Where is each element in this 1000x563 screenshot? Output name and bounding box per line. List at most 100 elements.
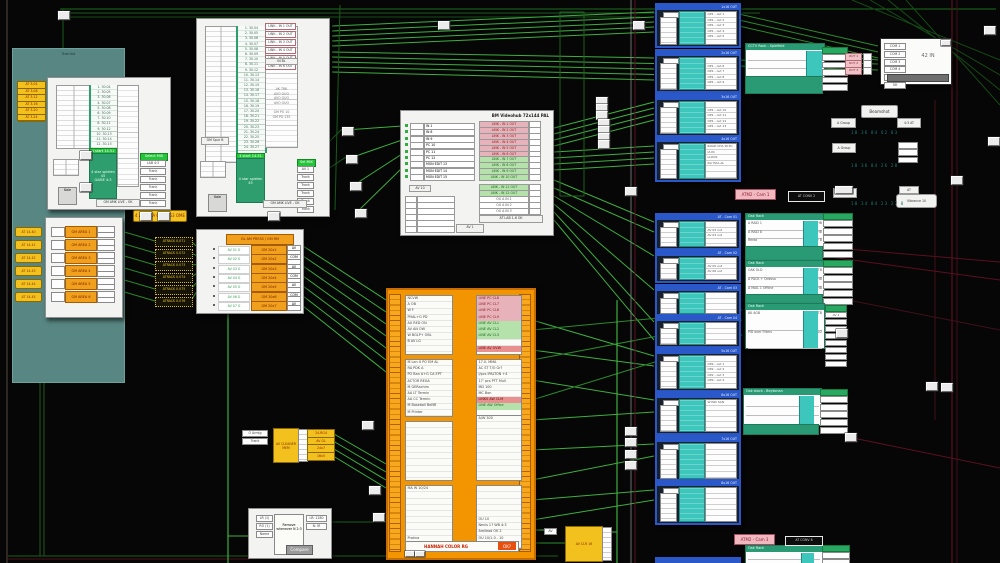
io-cell[interactable] [820,411,848,419]
cyan-block[interactable] [679,399,705,432]
vibrance-box[interactable]: Vibrance 10 [896,194,937,208]
input-pin[interactable] [405,136,408,140]
number-row[interactable]: 5. 30.08 [97,105,111,110]
link-node[interactable] [625,427,637,436]
io-cell[interactable]: AV [544,528,557,535]
pin-column[interactable] [660,17,677,45]
io-cell[interactable] [97,296,115,303]
number-row[interactable]: 22. 30.25 [243,134,260,139]
yellow-pill[interactable]: AT 14.43 [15,266,42,276]
output-row[interactable] [706,58,736,64]
io-cell[interactable] [825,347,847,354]
kale-box[interactable]: Kale [208,194,227,212]
blue-router-module[interactable] [655,557,741,563]
patch-row[interactable]: A/W 300 [478,416,493,420]
io-cell[interactable]: Trank [140,175,166,184]
output-row[interactable] [706,40,736,44]
link-row[interactable]: LINK - IN 1 OUT [265,23,296,31]
node-body[interactable]: AV CLEANER MEM [273,428,299,463]
number-row[interactable]: 4. 30.07 [244,41,259,46]
io-cell[interactable] [823,243,853,251]
input-pin[interactable] [405,143,408,147]
patch-row[interactable]: M GERachim [407,384,429,389]
patch-row[interactable]: 17' pcs PTT Mull [478,378,506,383]
output-row[interactable]: OP1 - out 13 [706,124,736,130]
output-row[interactable]: OP1 - out 6 [706,64,736,70]
small-grid[interactable] [200,161,226,178]
io-cell[interactable] [823,227,853,235]
output-row[interactable] [706,488,736,494]
cyan-column[interactable] [801,553,814,563]
yellow-pill[interactable]: AT 14.41 [15,240,42,250]
io-row[interactable]: AT 3.04 [18,82,45,89]
io-cell[interactable]: OK [884,81,906,89]
link-row[interactable]: LINK - IN 4 OUT [265,46,296,55]
io-cell[interactable] [825,360,847,368]
input-pin[interactable] [405,156,408,159]
io-row[interactable]: AT 3.16 [18,102,45,109]
output-row[interactable] [706,450,736,456]
output-row[interactable] [706,384,736,388]
output-row[interactable] [706,516,736,521]
output-row[interactable] [706,505,736,511]
output-row[interactable] [706,293,736,299]
patch-row[interactable]: W F [407,308,414,313]
io-cell[interactable]: LR: 1280 [306,515,327,522]
link-node[interactable] [80,151,92,160]
patch-row[interactable]: I/pcs IPALTON +4 [478,372,508,377]
cyan-block[interactable] [679,57,705,90]
patch-row[interactable]: M Printer [407,409,423,414]
left-note[interactable]: GM Spur B [201,137,229,145]
output-rows[interactable] [705,443,737,479]
link-node[interactable] [346,155,358,164]
patch-row[interactable]: ACTOR REGA [407,378,430,383]
cyan-column[interactable] [799,396,814,425]
number-row[interactable]: 12. 30.15 [96,142,112,147]
green-text-cell[interactable]: AV 06 G [218,292,250,302]
number-row[interactable]: 10. 30.13 [96,131,112,136]
orange-cell[interactable]: GM AREA 6 [65,291,97,303]
input-pin[interactable] [405,124,408,127]
io-cell[interactable] [97,244,115,251]
atm-cam1-button[interactable]: AT CONV 2 [788,191,825,202]
io-cell[interactable] [51,240,65,250]
io-cell[interactable] [97,231,115,238]
io-cell[interactable]: COM 1 [884,43,906,50]
orange-cell[interactable]: GM AREA 3 [65,252,97,264]
output-rows[interactable] [705,487,737,522]
pink-cell[interactable]: OUT 3 [845,67,862,76]
output-row[interactable]: AV 05 out [706,264,736,270]
pin-column[interactable] [660,405,677,432]
patch-row[interactable]: PO Ban A+G CA EPT [407,372,442,377]
output-row[interactable]: AV 06 out [706,269,736,275]
blue-router-module[interactable]: 7x16 OUT [655,435,741,482]
mini-cell[interactable] [287,305,301,312]
io-row[interactable]: AT 3.12 [18,95,45,102]
output-row[interactable]: OP1 - out 3 [706,23,736,29]
dark-pill[interactable]: ATRACK 0.075 [155,285,193,295]
green-rack-module[interactable]: Oak stock - Beykonan [743,388,822,426]
output-row[interactable] [706,172,736,178]
output-row[interactable]: AV 03 out [706,233,736,239]
io-cell[interactable] [823,220,853,228]
link-node[interactable] [926,382,938,391]
io-cell[interactable] [823,274,853,282]
io-cell[interactable] [898,149,918,156]
yellow-pill[interactable]: AT 14.40 [15,227,42,237]
link-node[interactable] [845,433,857,442]
link-node[interactable] [405,551,415,557]
patch-row[interactable]: LINE PC CL9 [477,314,521,321]
beamshot-label[interactable]: Beamshot [861,105,898,118]
orange-cell[interactable]: GM AREA 4 [65,265,97,277]
io-cell[interactable]: COM 4 [884,66,906,74]
link-node[interactable] [355,209,367,218]
